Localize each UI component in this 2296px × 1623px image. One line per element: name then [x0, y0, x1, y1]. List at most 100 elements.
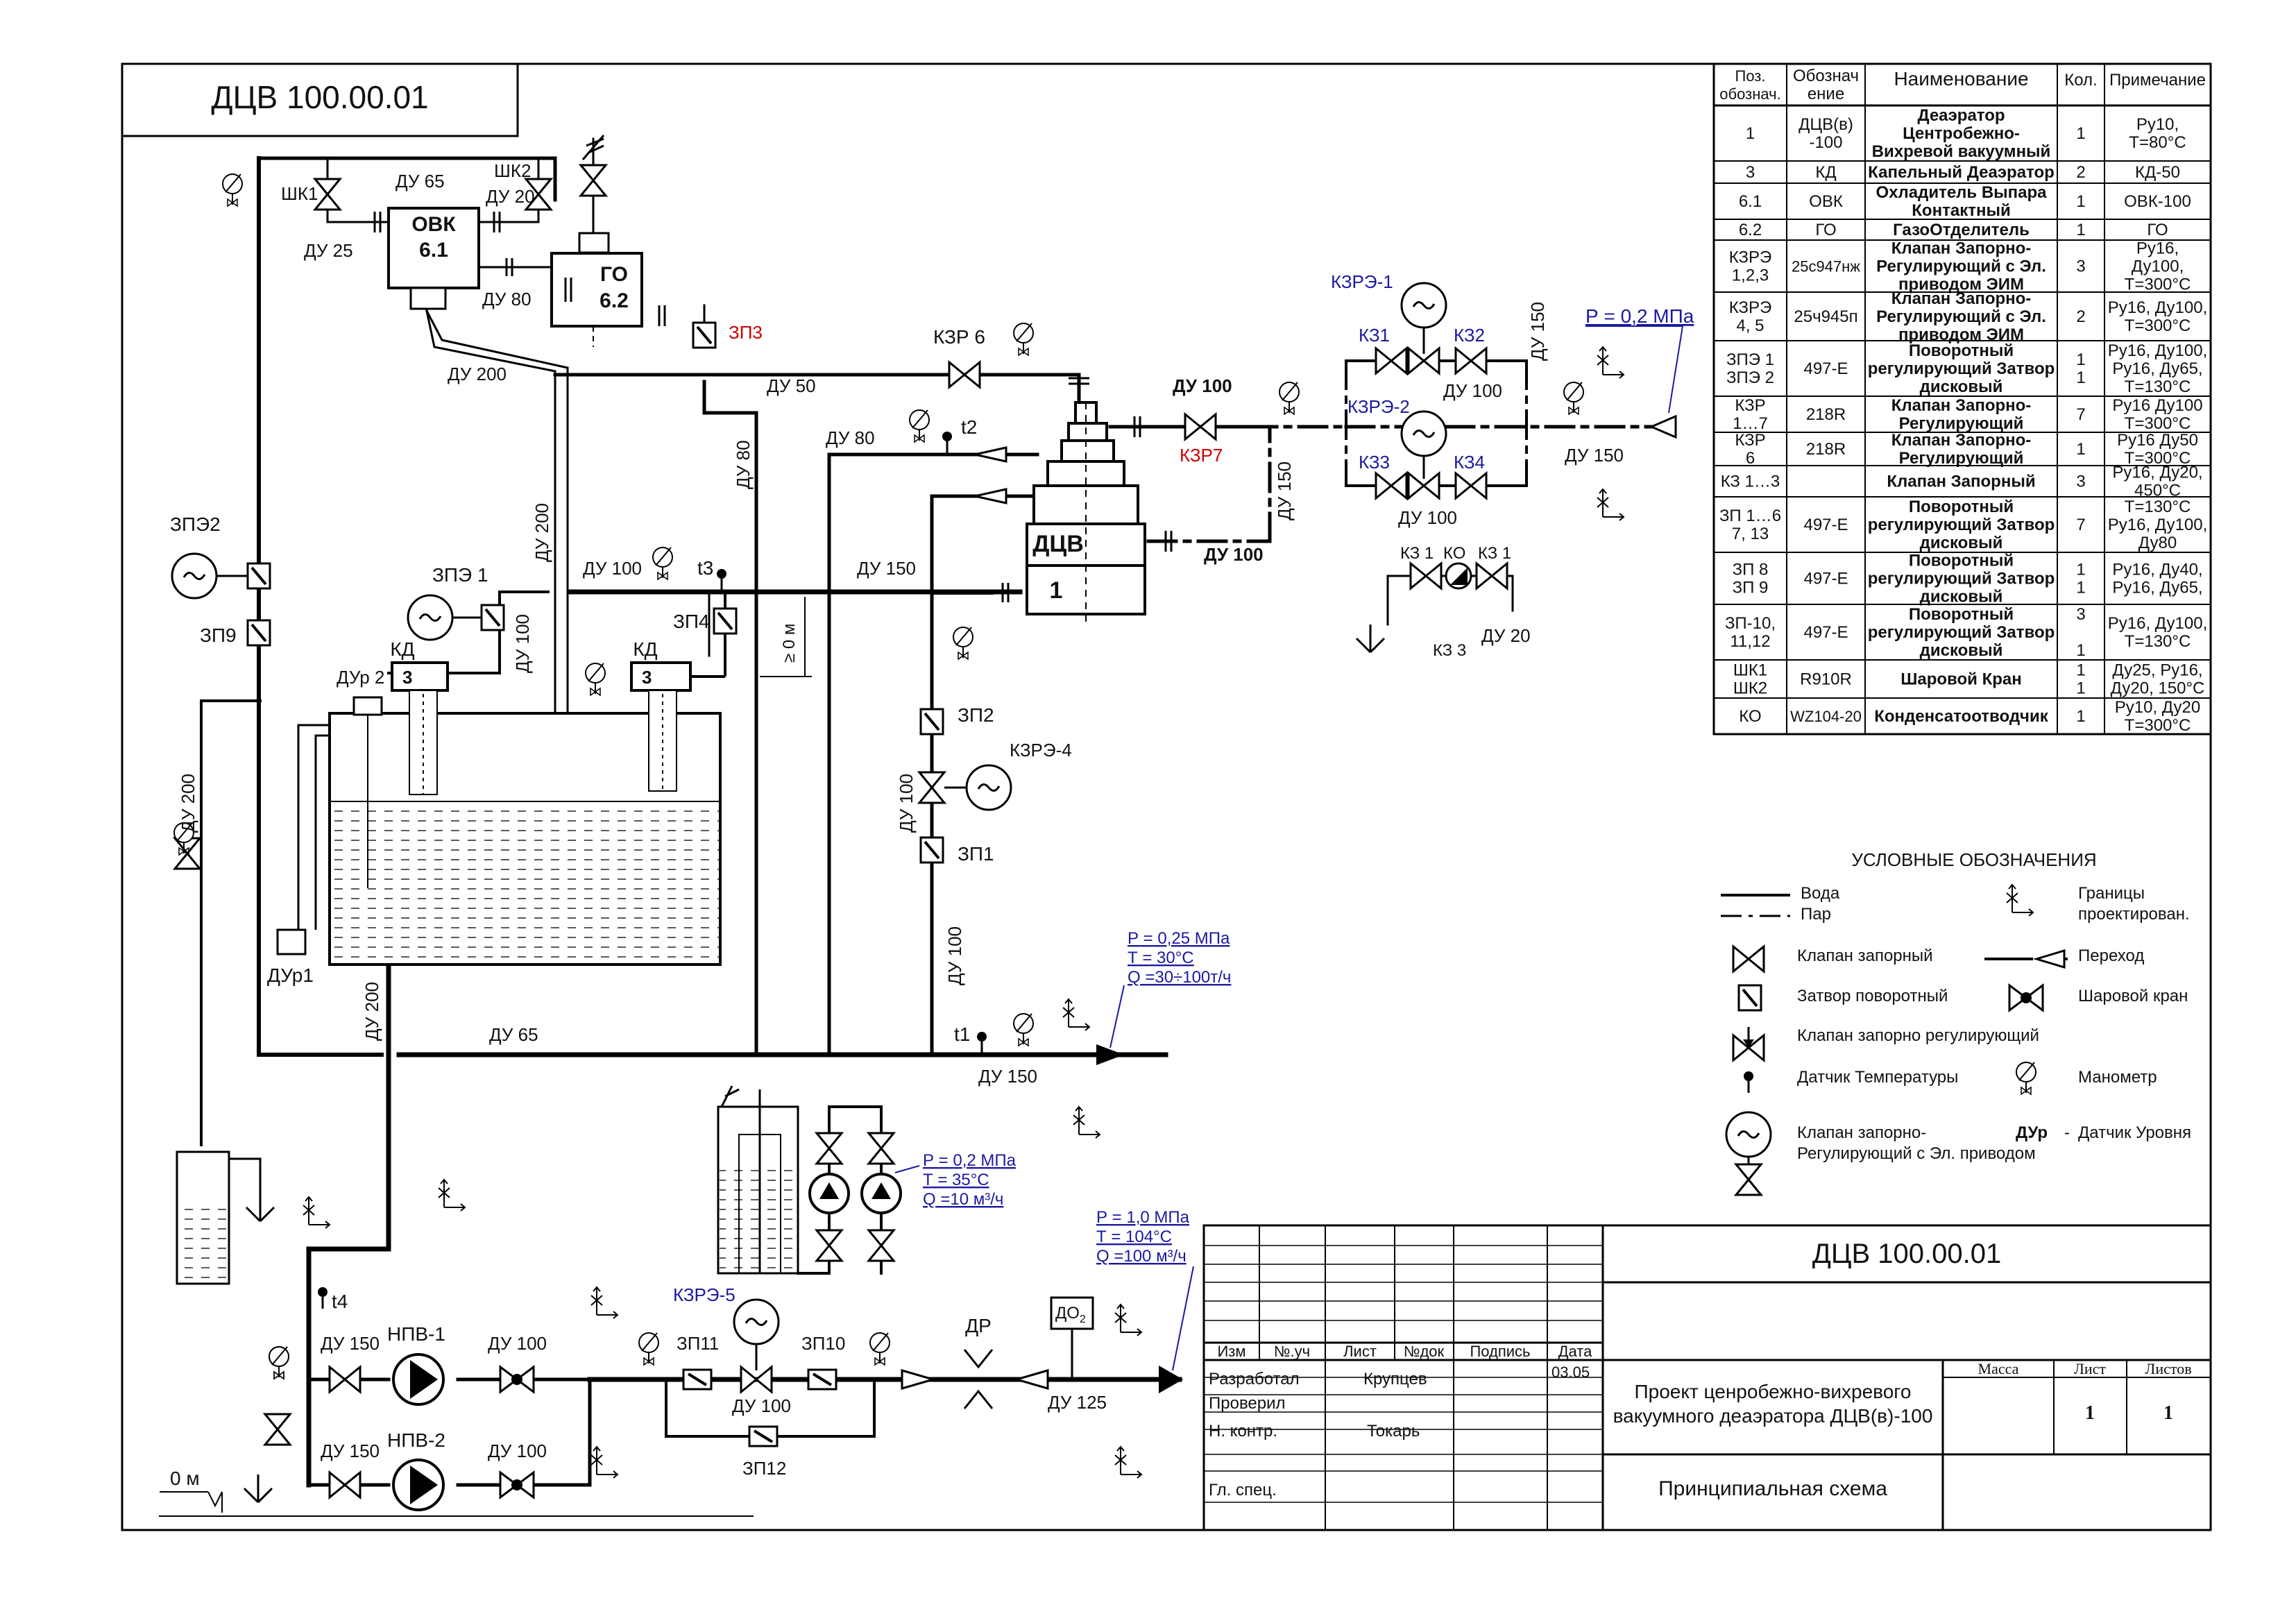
spec-header: Наименование [1894, 68, 2028, 90]
spec-pos: ШК2 [1733, 679, 1767, 698]
go-vessel [550, 252, 643, 328]
zp10-valve [807, 1368, 837, 1391]
svg-text:ДУ 100: ДУ 100 [1443, 380, 1502, 401]
spec-designation: КД [1815, 163, 1836, 182]
spec-note: Ру16, Ду100, [2108, 614, 2208, 633]
spec-note: Т=130°С [2125, 632, 2191, 651]
svg-text:ДУ 80: ДУ 80 [482, 289, 532, 309]
svg-text:ДУ 100: ДУ 100 [732, 1395, 791, 1416]
svg-text:ДУ 150: ДУ 150 [321, 1333, 380, 1354]
spec-pos: 6.2 [1739, 221, 1762, 239]
spec-note: Ду25, Ру16, [2112, 661, 2202, 680]
npv2-label: НПВ-2 [387, 1429, 445, 1451]
spec-name: Охладитель Выпара [1876, 183, 2047, 202]
t2-sensor [941, 430, 953, 454]
kzre5-actuator [733, 1298, 780, 1345]
spec-note: Ру16, Ду100, [2108, 341, 2208, 360]
svg-text:ЗПЭ 1: ЗПЭ 1 [432, 564, 488, 586]
kz31-valve [1409, 562, 1443, 590]
svg-text:ЗП3: ЗП3 [729, 322, 763, 343]
svg-text:КЗ 1: КЗ 1 [1400, 544, 1434, 563]
code-box [121, 62, 519, 137]
kz2-valve [1454, 347, 1488, 375]
spec-name: приводом ЭИМ [1898, 275, 2024, 294]
zp1-valve [919, 836, 944, 864]
orifice-dr [901, 1349, 1049, 1409]
spec-pos: ШК1 [1733, 661, 1767, 680]
param-water-in: Р = 0,25 МПа Т = 30°С Q =30÷100т/ч [1109, 929, 1231, 1048]
spec-pos: ЗП 1…6 [1719, 507, 1781, 525]
spec-pos: ЗПЭ 2 [1726, 368, 1774, 387]
svg-text:ЗП11: ЗП11 [677, 1333, 719, 1354]
ovk-nozzle [409, 287, 447, 310]
kz1-valve [1375, 347, 1408, 375]
do2-label: ДО2 [1055, 1304, 1086, 1325]
spec-pos: КЗРЭ [1729, 298, 1771, 317]
steam-out-arrow [1649, 414, 1677, 439]
spec-qty: 1 [2076, 124, 2085, 143]
svg-text:Крупцев: Крупцев [1363, 1370, 1427, 1388]
spec-header: Кол. [2064, 71, 2097, 90]
spec-name: Клапан Запорно- [1891, 431, 2032, 450]
svg-text:ЗП1: ЗП1 [958, 843, 994, 865]
spec-note: Т=300°С [2125, 275, 2191, 294]
spec-header: обознач. [1719, 85, 1780, 103]
zero-level-mark [160, 1491, 223, 1513]
svg-text:КЗР 6: КЗР 6 [933, 326, 985, 348]
npv1-label: НПВ-1 [387, 1323, 445, 1345]
spec-note: Ру16, Ду40, [2112, 561, 2202, 579]
spec-qty: 1 [2076, 561, 2085, 579]
spec-name: Контактный [1912, 201, 2010, 220]
spec-pos: 11,12 [1730, 632, 1770, 651]
spec-designation: ДЦВ(в) [1798, 115, 1853, 134]
svg-text:ДУ 65: ДУ 65 [396, 171, 445, 192]
spec-note: Ру10, Ду20 [2115, 698, 2201, 717]
drain-valve-2 [264, 1413, 291, 1446]
spec-qty: 1 [2076, 707, 2085, 726]
svg-text:КЗРЭ-2: КЗРЭ-2 [1347, 396, 1410, 417]
svg-text:КЗРЭ-1: КЗРЭ-1 [1331, 271, 1393, 292]
ovk-pos: 6.1 [419, 239, 448, 262]
kd-left-label: КД [390, 638, 414, 660]
spec-pos: КЗР [1735, 396, 1765, 415]
svg-text:Шаровой кран: Шаровой кран [2078, 987, 2188, 1005]
svg-text:ДУ 20: ДУ 20 [486, 186, 535, 207]
svg-text:ДЦВ 100.00.01: ДЦВ 100.00.01 [1812, 1239, 2001, 1269]
spec-name: регулирующий Затвор [1868, 516, 2055, 534]
height-mark: ≥ 0 м [780, 624, 799, 663]
spec-name: регулирующий Затвор [1868, 570, 2055, 588]
svg-text:Датчик Температуры: Датчик Температуры [1797, 1068, 1958, 1087]
npv1-check-valve [499, 1366, 535, 1393]
go-pos: 6.2 [599, 289, 629, 312]
spec-note: Ру16, [2136, 239, 2179, 258]
svg-text:Затвор поворотный: Затвор поворотный [1797, 987, 1948, 1005]
spec-designation: ГО [1815, 221, 1836, 239]
spec-pos: КЗ 1…3 [1721, 473, 1780, 491]
npv2-check-valve [499, 1471, 535, 1499]
spec-designation: 25ч945п [1794, 307, 1857, 326]
svg-text:ДУ 20: ДУ 20 [1481, 625, 1531, 646]
svg-text:Токарь: Токарь [1367, 1422, 1420, 1441]
spec-pos: ЗПЭ 1 [1726, 350, 1774, 369]
spec-note: Ру16, Ду20, [2112, 464, 2202, 482]
spec-designation: R910R [1800, 670, 1852, 689]
spec-designation: WZ104-20 [1790, 708, 1862, 725]
svg-text:№док: №док [1404, 1343, 1445, 1360]
spec-qty: 1 [2076, 440, 2085, 459]
spec-name: Конденсатоотводчик [1874, 707, 2048, 726]
svg-text:Р = 1,0 МПа: Р = 1,0 МПа [1096, 1208, 1190, 1227]
svg-text:Принципиальная схема: Принципиальная схема [1658, 1477, 1887, 1500]
svg-text:ДУ 150: ДУ 150 [978, 1066, 1037, 1087]
npv1-pump [392, 1353, 445, 1406]
spec-note: Т=300°С [2125, 449, 2191, 468]
spec-qty: 1 [2076, 221, 2085, 239]
spec-note: Ру16, Ду65, [2112, 359, 2202, 378]
svg-text:Н. контр.: Н. контр. [1209, 1422, 1277, 1441]
level-sensor-1 [276, 928, 307, 955]
spec-pos: ЗП 9 [1733, 579, 1769, 597]
spec-qty: 7 [2076, 405, 2085, 424]
svg-text:ДУ 100: ДУ 100 [896, 774, 917, 833]
svg-text:Q =30÷100т/ч: Q =30÷100т/ч [1128, 968, 1231, 987]
svg-text:t2: t2 [961, 416, 977, 438]
